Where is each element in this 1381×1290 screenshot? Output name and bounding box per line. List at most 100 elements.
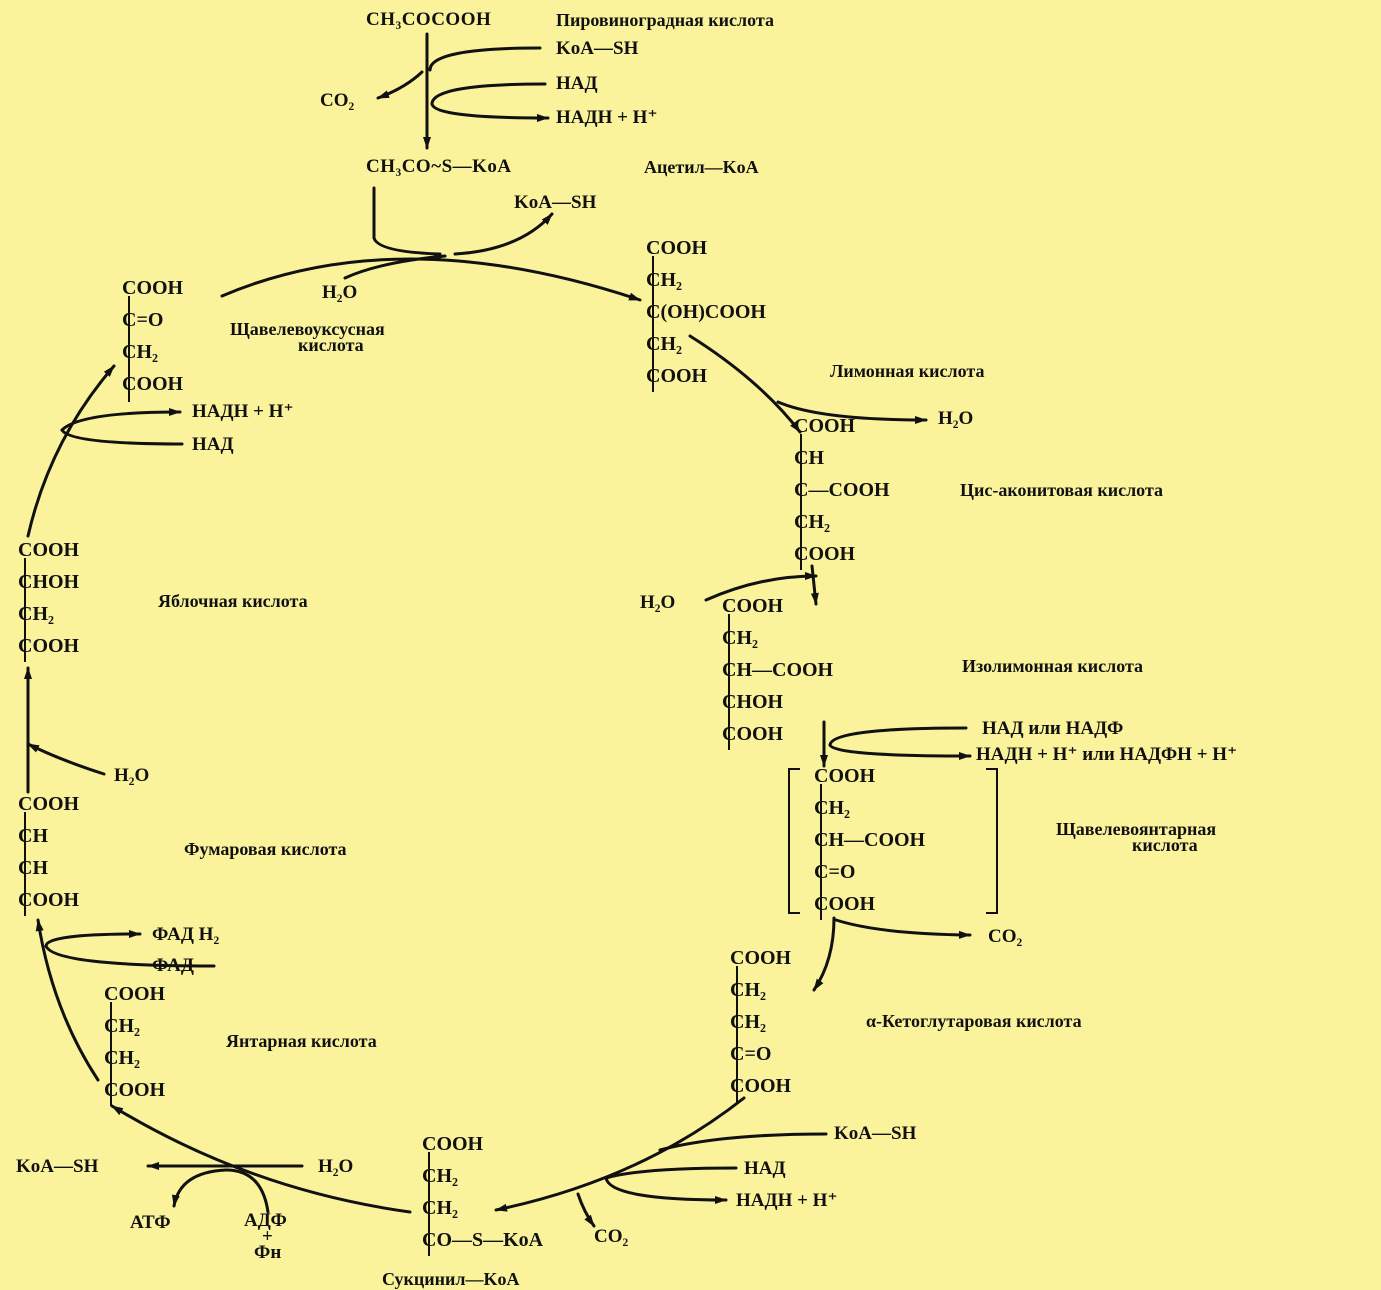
step3-h2o: H₂O: [938, 408, 974, 429]
alphakg-structure: COOH CH₂ CH₂ C=O COOH: [730, 942, 791, 1102]
succ-backbone: [110, 1002, 112, 1106]
cit-line-5: COOH: [646, 365, 708, 387]
step9-fadh2: ФАД H₂: [152, 924, 220, 945]
akg-line-2: CH₂: [730, 979, 766, 1001]
cis-line-2: CH: [794, 447, 824, 469]
arrow-h2o-in-1: [343, 253, 447, 280]
fum-line-1: COOH: [18, 793, 80, 815]
cis-line-5: COOH: [794, 543, 856, 565]
oxs-line-2: CH₂: [814, 797, 850, 819]
akg-line-4: C=O: [730, 1043, 772, 1065]
cit-line-1: COOH: [646, 237, 708, 259]
arrow-nadh-out-4: [60, 408, 182, 432]
arrow-koash-in-2: [658, 1132, 828, 1152]
arrow-co2-out: [376, 70, 424, 100]
alphakg-name: α-Кетоглутаровая кислота: [866, 1011, 1082, 1031]
arrow-nadh-out-3: [604, 1176, 728, 1204]
step10-h2o: H₂O: [114, 765, 150, 786]
arrow-acetyl-down: [372, 186, 442, 256]
arrow-oaa-to-citrate: [220, 257, 642, 302]
succinylcoa-structure: COOH CH₂ CH₂ CO—S—KoA: [422, 1128, 543, 1256]
oxsuc-bracket-right: [986, 768, 998, 914]
step8-adp: АДФ: [244, 1210, 287, 1231]
cis-backbone: [800, 434, 802, 570]
akg-line-3: CH₂: [730, 1011, 766, 1033]
malate-name: Яблочная кислота: [158, 591, 308, 611]
step8-atp: АТФ: [130, 1212, 171, 1233]
step2-h2o: H₂O: [322, 282, 358, 303]
arrow-succoa-to-succ: [110, 1104, 412, 1214]
scoa-line-4: CO—S—KoA: [422, 1229, 544, 1251]
arrow-atp-out: [171, 1168, 228, 1208]
succ-line-2: CH₂: [104, 1015, 140, 1037]
succ-line-4: COOH: [104, 1079, 166, 1101]
succinate-name: Янтарная кислота: [226, 1031, 377, 1051]
step8-h2o: H₂O: [318, 1156, 354, 1177]
cit-backbone: [652, 256, 654, 392]
step5-nadh: НАДН + H⁺ или НАДФН + H⁺: [976, 744, 1238, 765]
oaa-line-4: COOH: [122, 373, 184, 395]
akg-backbone: [736, 966, 738, 1102]
oaa-line-2: C=O: [122, 309, 164, 331]
scoa-line-1: COOH: [422, 1133, 484, 1155]
arrow-akg-to-succoa: [494, 1096, 746, 1212]
step8-plus: +: [262, 1226, 273, 1247]
step7-koash: KoA—SH: [834, 1123, 917, 1144]
iso-line-1: COOH: [722, 595, 784, 617]
step8-koash: KoA—SH: [16, 1156, 99, 1177]
step1-koash: KoA—SH: [556, 38, 639, 59]
step11-nadh: НАДН + H⁺: [192, 401, 294, 422]
cis-line-3: C—COOH: [794, 479, 890, 501]
oaa-backbone: [128, 296, 130, 402]
arrow-nadh-out-2: [828, 743, 972, 760]
oaa-line-1: COOH: [122, 277, 184, 299]
succinate-structure: COOH CH₂ CH₂ COOH: [104, 978, 165, 1106]
arrow-nad-in-4: [60, 428, 184, 446]
scoa-backbone: [428, 1152, 430, 1256]
mal-line-1: COOH: [18, 539, 80, 561]
oxs-line-5: COOH: [814, 893, 876, 915]
step11-nad: НАД: [192, 434, 234, 455]
pyruvate-formula: CH₃COCOOH: [366, 9, 492, 30]
citrate-structure: COOH CH₂ C(OH)COOH CH₂ COOH: [646, 232, 766, 392]
iso-line-3: CH—COOH: [722, 659, 834, 681]
succ-line-1: COOH: [104, 983, 166, 1005]
scoa-line-3: CH₂: [422, 1197, 458, 1219]
step8-pi: Фн: [254, 1242, 282, 1263]
oxs-backbone: [820, 784, 822, 920]
oxsuc-name-1: Щавелевоянтарная: [1056, 819, 1217, 839]
arrow-h2o-out: [776, 400, 928, 424]
cit-line-2: CH₂: [646, 269, 682, 291]
cisaconitate-name: Цис-аконитовая кислота: [960, 480, 1164, 500]
arrow-mal-to-oaa: [26, 364, 116, 538]
oxsuc-bracket-left: [788, 768, 800, 914]
akg-line-5: COOH: [730, 1075, 792, 1097]
mal-line-4: COOH: [18, 635, 80, 657]
arrow-adp-in: [224, 1168, 270, 1214]
malate-structure: COOH CHOH CH₂ COOH: [18, 534, 79, 662]
oxs-line-4: C=O: [814, 861, 856, 883]
oxs-line-3: CH—COOH: [814, 829, 926, 851]
akg-line-1: COOH: [730, 947, 792, 969]
step7-nadh: НАДН + H⁺: [736, 1190, 838, 1211]
step1-nadh: НАДН + H⁺: [556, 107, 658, 128]
arrow-nad-in-2: [828, 726, 968, 747]
oxs-line-1: COOH: [814, 765, 876, 787]
isocitrate-structure: COOH CH₂ CH—COOH CHOH COOH: [722, 590, 833, 750]
arrow-nadh-out: [430, 102, 550, 122]
step4-h2o: H₂O: [640, 592, 676, 613]
scoa-line-2: CH₂: [422, 1165, 458, 1187]
cisaconitate-structure: COOH CH C—COOH CH₂ COOH: [794, 410, 890, 570]
iso-line-4: CHOH: [722, 691, 784, 713]
oxaloacetate-structure: COOH C=O CH₂ COOH: [122, 272, 184, 402]
succ-line-3: CH₂: [104, 1047, 140, 1069]
oaa-name-2: кислота: [298, 335, 364, 355]
step2-koash: KoA—SH: [514, 192, 597, 213]
step9-fad: ФАД: [152, 955, 194, 976]
arrow-koash-in: [428, 46, 542, 72]
step1-nad: НАД: [556, 73, 598, 94]
fum-line-3: CH: [18, 857, 48, 879]
iso-line-5: COOH: [722, 723, 784, 745]
oaa-line-3: CH₂: [122, 341, 158, 363]
